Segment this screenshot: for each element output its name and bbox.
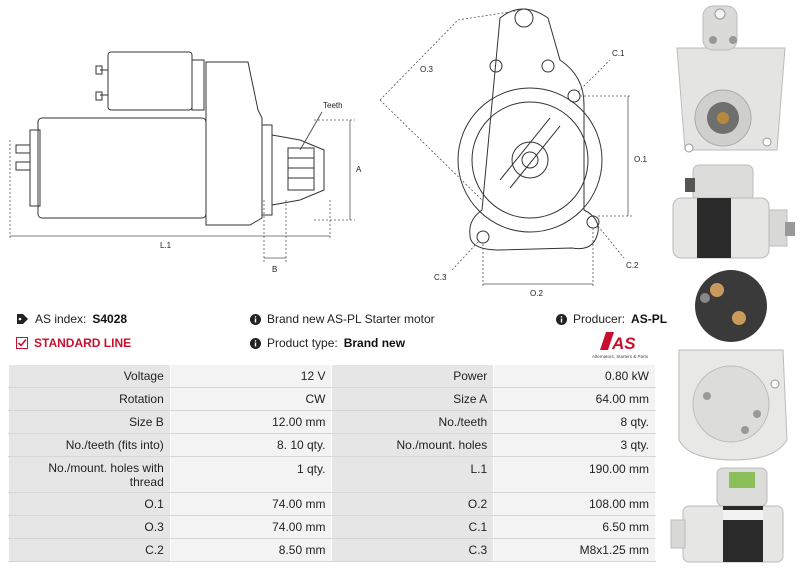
spec-label: Rotation — [8, 387, 171, 411]
spec-value: 190.00 mm — [493, 456, 656, 493]
spec-label: No./mount. holes — [331, 433, 495, 457]
pinion — [287, 147, 315, 191]
technical-drawing: Teeth A L.1 B O.3 C.1 O.1 C.2 C.3 O.2 — [9, 8, 647, 298]
spec-value: 64.00 mm — [493, 387, 656, 411]
motor-body — [37, 117, 207, 219]
product-type: Product type: Brand new — [250, 336, 405, 350]
producer: Producer: AS-PL — [556, 312, 667, 326]
table-row: Rotation CW Size A 64.00 mm — [8, 387, 656, 411]
product-info: AS index: S4028 STANDARD LINE Brand new … — [0, 306, 667, 366]
spec-value: 3 qty. — [493, 433, 656, 457]
spec-value: 8.50 mm — [169, 538, 333, 562]
info-icon — [250, 337, 261, 349]
label-o2: O.2 — [530, 289, 543, 298]
spec-value: 12.00 mm — [169, 410, 333, 434]
photo-front-view — [676, 5, 786, 153]
spec-value: 8 qty. — [493, 410, 656, 434]
solenoid — [107, 51, 193, 111]
table-row: Voltage 12 V Power 0.80 kW — [8, 364, 656, 388]
spec-value: 0.80 kW — [493, 364, 656, 388]
standard-line-label: STANDARD LINE — [34, 336, 132, 350]
logo-tagline: Alternators, Starters & Parts — [592, 354, 649, 359]
spec-label: C.1 — [331, 515, 495, 539]
spec-value: 6.50 mm — [493, 515, 656, 539]
description: Brand new AS-PL Starter motor — [250, 312, 435, 326]
producer-value: AS-PL — [631, 312, 668, 326]
table-row: C.2 8.50 mm C.3 M8x1.25 mm — [8, 538, 656, 562]
label-o3: O.3 — [420, 65, 433, 74]
table-row: No./teeth (fits into) 8. 10 qty. No./mou… — [8, 433, 656, 457]
info-icon — [556, 313, 567, 325]
spec-label: Voltage — [8, 364, 171, 388]
spec-value: M8x1.25 mm — [493, 538, 656, 562]
product-type-label: Product type: — [267, 336, 338, 350]
as-index: AS index: S4028 — [16, 312, 127, 326]
label-teeth: Teeth — [323, 101, 343, 110]
specs-table: Voltage 12 V Power 0.80 kW Rotation CW S… — [8, 364, 656, 562]
standard-line: STANDARD LINE — [16, 336, 131, 350]
photo-flange-view — [678, 349, 788, 461]
as-index-label: AS index: — [35, 312, 87, 326]
label-o1: O.1 — [634, 155, 647, 164]
label-c2: C.2 — [626, 261, 639, 270]
body-circle — [457, 87, 603, 233]
label-l1: L.1 — [160, 241, 172, 250]
table-row: O.3 74.00 mm C.1 6.50 mm — [8, 515, 656, 539]
info-icon — [250, 313, 261, 325]
as-index-value: S4028 — [92, 312, 128, 326]
spec-label: No./teeth (fits into) — [8, 433, 171, 457]
spec-label: Size A — [331, 387, 495, 411]
label-a: A — [356, 165, 362, 174]
top-hole — [514, 8, 534, 28]
label-c1: C.1 — [612, 49, 625, 58]
spec-label: Size B — [8, 410, 171, 434]
hole-c3 — [476, 230, 490, 244]
spec-label: C.2 — [8, 538, 171, 562]
spec-label: C.3 — [331, 538, 495, 562]
producer-label: Producer: — [573, 312, 626, 326]
table-row: No./mount. holes with thread 1 qty. L.1 … — [8, 456, 656, 493]
spec-value: 8. 10 qty. — [169, 433, 333, 457]
table-row: Size B 12.00 mm No./teeth 8 qty. — [8, 410, 656, 434]
description-text: Brand new AS-PL Starter motor — [267, 312, 435, 326]
table-row: O.1 74.00 mm O.2 108.00 mm — [8, 492, 656, 516]
spec-label: No./teeth — [331, 410, 495, 434]
as-pl-logo: AS Alternators, Starters & Parts — [592, 330, 658, 360]
spec-label: L.1 — [331, 456, 495, 493]
label-c3: C.3 — [434, 273, 447, 282]
spec-value: 12 V — [169, 364, 333, 388]
spec-value: 74.00 mm — [169, 492, 333, 516]
spec-label: No./mount. holes with thread — [8, 456, 171, 493]
spec-label: O.2 — [331, 492, 495, 516]
label-b: B — [272, 265, 277, 274]
checkbox-icon — [16, 337, 28, 349]
spec-label: O.1 — [8, 492, 171, 516]
product-photos — [670, 5, 795, 563]
product-type-value: Brand new — [343, 336, 406, 350]
photo-labeled-side-view — [670, 467, 784, 563]
spec-label: Power — [331, 364, 495, 388]
spec-value: 1 qty. — [169, 456, 333, 493]
spec-value: 108.00 mm — [493, 492, 656, 516]
spec-label: O.3 — [8, 515, 171, 539]
spec-value: CW — [169, 387, 333, 411]
photo-side-view — [672, 164, 795, 259]
tag-icon — [16, 313, 29, 325]
logo-text: AS — [611, 334, 636, 353]
photo-rear-view — [695, 270, 767, 342]
flange-outline — [469, 8, 599, 251]
spec-value: 74.00 mm — [169, 515, 333, 539]
